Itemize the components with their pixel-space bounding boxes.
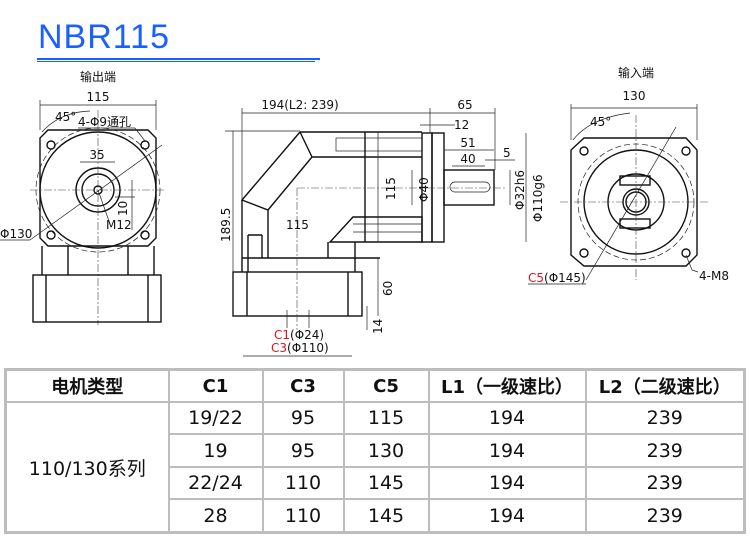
output-end-label: 输出端 <box>80 69 116 84</box>
dim-width: 130 <box>623 89 646 103</box>
dim-115-height: 115 <box>384 177 398 200</box>
dim-65: 65 <box>457 98 472 112</box>
table-cell: 115 <box>342 400 430 436</box>
table-cell: 145 <box>342 498 430 534</box>
output-end-view: 输出端 115 45° 4-Φ9通孔 35 10 M12 Φ130 <box>0 69 165 325</box>
table-cell: 194 <box>427 498 587 534</box>
title-underline-thin <box>37 61 315 62</box>
table-cell: 239 <box>584 465 746 501</box>
dim-189-5: 189.5 <box>219 208 233 242</box>
input-end-view: 输入端 130 45° C5(Φ145) 4-M8 <box>528 65 729 285</box>
dim-14: 14 <box>371 319 385 334</box>
dim-thread: M12 <box>106 218 132 232</box>
dim-holes: 4-Φ9通孔 <box>78 115 131 129</box>
col-header: C5 <box>342 368 430 403</box>
c3-label: C3(Φ110) <box>271 341 329 355</box>
input-end-label: 输入端 <box>618 65 654 80</box>
page-title: NBR115 <box>38 18 170 56</box>
dim-5: 5 <box>503 146 511 160</box>
col-header: C1 <box>167 368 264 403</box>
spec-table: 电机类型 C1 C3 C5 L1（一级速比） L2（二级速比） 110/130系… <box>4 368 746 534</box>
dim-angle: 45° <box>590 115 611 129</box>
dim-width: 115 <box>87 90 110 104</box>
table-cell: 239 <box>584 400 746 436</box>
dim-phi32: Φ32h6 <box>513 170 527 210</box>
table-cell: 194 <box>427 400 587 436</box>
table-cell: 145 <box>342 465 430 501</box>
dim-40: 40 <box>460 152 475 166</box>
col-header: L2（二级速比） <box>584 368 746 403</box>
table-cell: 19 <box>167 433 264 468</box>
table-cell: 22/24 <box>167 465 264 501</box>
side-view: 194(L2: 239) 65 12 51 40 5 115 Φ40 Φ32h6… <box>219 98 545 357</box>
dim-phi40: Φ40 <box>417 177 431 202</box>
technical-drawing: 输出端 115 45° 4-Φ9通孔 35 10 M12 Φ130 194(L2… <box>0 65 729 357</box>
col-header: L1（一级速比） <box>427 368 587 403</box>
dim-35: 35 <box>89 148 104 162</box>
table-cell: 19/22 <box>167 400 264 436</box>
dim-angle: 45° <box>55 110 76 124</box>
table-cell: 239 <box>584 498 746 534</box>
table-cell: 95 <box>261 400 345 436</box>
motor-type-cell: 110/130系列 <box>4 401 170 534</box>
dim-length: 194(L2: 239) <box>261 98 338 112</box>
table-cell: 194 <box>427 465 587 501</box>
dim-10: 10 <box>116 201 130 216</box>
table-cell: 95 <box>261 433 345 468</box>
dim-60: 60 <box>381 281 395 296</box>
dim-holes: 4-M8 <box>699 269 729 283</box>
table-header-row: 电机类型 C1 C3 C5 L1（一级速比） L2（二级速比） <box>4 368 746 403</box>
col-header: 电机类型 <box>4 368 170 403</box>
table-cell: 239 <box>584 433 746 468</box>
c1-label: C1(Φ24) <box>274 328 324 342</box>
c5-label: C5(Φ145) <box>528 271 586 285</box>
table-cell: 110 <box>261 498 345 534</box>
table-cell: 194 <box>427 433 587 468</box>
dim-115-width: 115 <box>286 218 309 232</box>
table-cell: 130 <box>342 433 430 468</box>
dim-phi110: Φ110g6 <box>531 174 545 222</box>
title-underline <box>37 58 320 60</box>
table-cell: 28 <box>167 498 264 534</box>
dim-51: 51 <box>460 136 475 150</box>
dim-dia: Φ130 <box>0 227 32 241</box>
dim-12: 12 <box>454 118 469 132</box>
table-cell: 110 <box>261 465 345 501</box>
col-header: C3 <box>261 368 345 403</box>
